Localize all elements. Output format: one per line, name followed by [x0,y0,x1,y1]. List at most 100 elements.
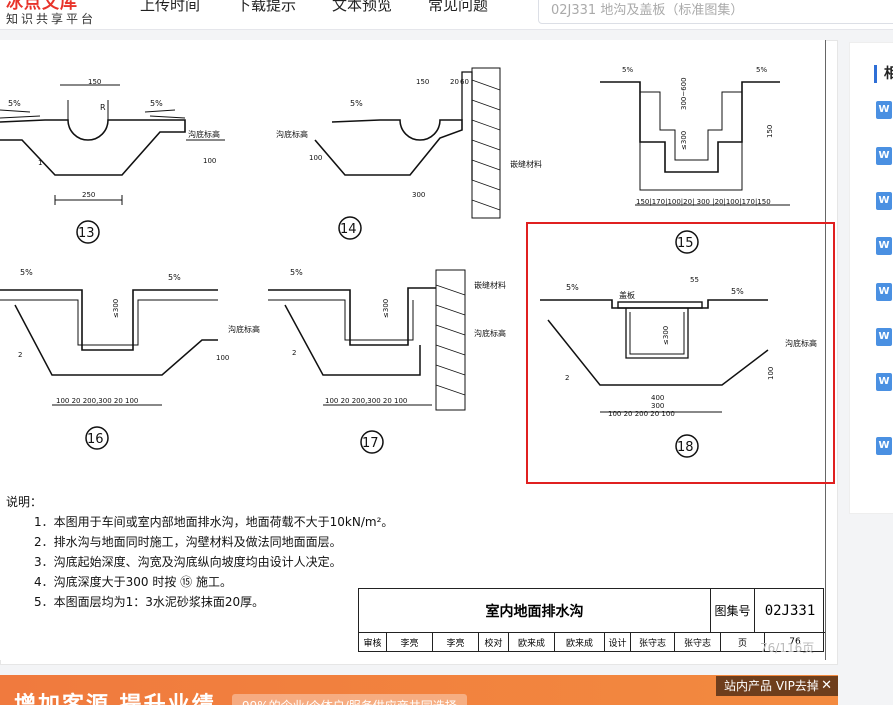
design-label: 设计 [605,633,631,651]
atlas-number: 02J331 [755,589,825,633]
svg-text:300~600: 300~600 [680,77,688,110]
svg-text:150: 150 [416,78,429,86]
svg-text:100: 100 [767,367,775,380]
svg-text:20: 20 [450,78,459,86]
page-counter: 76/116页 [760,641,815,655]
svg-text:5%: 5% [150,99,163,108]
svg-text:5%: 5% [20,268,33,277]
svg-text:≤300: ≤300 [382,299,390,318]
detail-17: 5% ≤300 嵌缝材料 沟底标高 2 100 20 200,300 20 10… [268,268,506,454]
svg-text:5%: 5% [566,283,579,292]
vip-remove-ad[interactable]: 站内产品 VIP去掉 ✕ [716,676,838,696]
detail-18-number: 18 [677,440,694,455]
designer-name: 张守志 [631,633,675,651]
svg-text:≤300: ≤300 [112,299,120,318]
search-input[interactable]: 02J331 地沟及盖板（标准图集） [538,0,893,24]
svg-text:沟底标高: 沟底标高 [785,338,817,348]
note-2: 2．排水沟与地面同时施工，沟壁材料及做法同地面面层。 [34,535,342,549]
svg-text:2: 2 [18,351,22,359]
detail-15: 5% 5% 300~600 ≤300 150 150|170|100|20| 3… [600,66,790,254]
note-4: 4．沟底深度大于300 时按 ⑮ 施工。 [34,575,232,589]
checker-name: 欧来成 [509,633,555,651]
svg-text:≤300: ≤300 [662,326,670,345]
svg-text:60: 60 [460,78,469,86]
word-doc-icon[interactable]: W [876,373,892,391]
review-label: 审核 [359,633,387,651]
svg-text:5%: 5% [731,287,744,296]
top-bar: 冰点文库 知识共享平台 上传时间 下载提示 文本预览 常见问题 02J331 地… [0,0,893,30]
svg-text:100: 100 [216,354,229,362]
banner-pill[interactable]: 99%的企业/个体户/服务供应商共同选择 [232,694,467,705]
related-docs-sidebar: 相 W W W W W W W W [849,42,893,514]
vip-text: 站内产品 VIP去掉 [724,679,819,693]
nav-upload-time[interactable]: 上传时间 [140,0,201,14]
svg-text:5%: 5% [350,99,363,108]
svg-text:沟底标高: 沟底标高 [228,324,260,334]
detail-13-number: 13 [78,226,95,241]
svg-text:55: 55 [690,276,699,284]
svg-text:100: 100 [309,154,322,162]
detail-14: 150 20 60 5% 沟底标高 嵌缝材料 300 100 14 [276,67,542,240]
logo-title: 冰点文库 [6,0,78,13]
drawing-title: 室内地面排水沟 [359,589,711,633]
highlight-box [526,222,835,484]
svg-text:250: 250 [82,191,95,199]
reviewer-signature: 李亮 [433,633,479,651]
svg-text:5%: 5% [622,66,633,74]
page-label: 页 [721,633,765,651]
svg-text:300: 300 [412,191,425,199]
word-doc-icon[interactable]: W [876,237,892,255]
svg-text:5%: 5% [168,273,181,282]
svg-text:≤300: ≤300 [680,131,688,150]
detail-15-number: 15 [677,236,694,251]
svg-text:150|170|100|20| 300 |20|100|17: 150|170|100|20| 300 |20|100|170|150 [636,198,771,206]
nav-text-preview[interactable]: 文本预览 [332,0,393,14]
svg-text:沟底标高: 沟底标高 [474,328,506,338]
detail-17-number: 17 [362,436,379,451]
main-nav: 上传时间 下载提示 文本预览 常见问题 [140,0,524,15]
nav-faq[interactable]: 常见问题 [428,0,489,14]
svg-text:5%: 5% [756,66,767,74]
svg-text:100: 100 [203,157,216,165]
svg-text:150: 150 [88,78,101,86]
svg-text:5%: 5% [290,268,303,277]
svg-text:100 20 200 20 100: 100 20 200 20 100 [608,410,675,418]
check-label: 校对 [479,633,509,651]
svg-text:2: 2 [565,374,569,382]
ad-banner[interactable]: 增加客源 提升业绩 99%的企业/个体户/服务供应商共同选择 [0,675,838,705]
svg-text:5%: 5% [8,99,21,108]
banner-title: 增加客源 提升业绩 [14,687,216,705]
note-3: 3．沟底起始深度、沟宽及沟底纵向坡度均由设计人决定。 [34,555,342,569]
svg-text:300: 300 [651,402,664,410]
sidebar-heading: 相 [884,66,893,82]
svg-text:沟底标高: 沟底标高 [188,129,220,139]
detail-18: 盖板 55 5% 5% ≤300 沟底标高 100 2 400 300 100 … [540,276,817,458]
drainage-drawing: 150 R 5% 5% 沟底标高 100 250 1 13 150 [0,66,817,458]
word-doc-icon[interactable]: W [876,192,892,210]
notes: 说明： 1．本图用于车间或室内部地面排水沟，地面荷载不大于10kN/m²。 2．… [6,492,393,612]
svg-text:2: 2 [292,349,296,357]
word-doc-icon[interactable]: W [876,328,892,346]
page-number: 76 [789,637,801,647]
svg-text:400: 400 [651,394,664,402]
document-page: 150 R 5% 5% 沟底标高 100 250 1 13 150 [0,40,826,660]
svg-text:100 20 200,300 20 100: 100 20 200,300 20 100 [325,397,407,405]
site-logo[interactable]: 冰点文库 知识共享平台 [6,0,116,27]
close-icon[interactable]: ✕ [821,678,832,693]
designer-signature: 张守志 [675,633,721,651]
reviewer-name: 李亮 [387,633,433,651]
note-1: 1．本图用于车间或室内部地面排水沟，地面荷载不大于10kN/m²。 [34,515,394,529]
svg-text:盖板: 盖板 [619,290,635,300]
word-doc-icon[interactable]: W [876,437,892,455]
word-doc-icon[interactable]: W [876,101,892,119]
word-doc-icon[interactable]: W [876,283,892,301]
notes-heading: 说明： [6,495,43,509]
word-doc-icon[interactable]: W [876,147,892,165]
svg-text:R: R [100,103,106,112]
nav-download-tips[interactable]: 下载提示 [236,0,297,14]
detail-16: 5% 5% ≤300 沟底标高 100 2 100 20 200,300 20 … [0,268,260,450]
detail-16-number: 16 [87,432,104,447]
svg-text:100 20 200,300 20 100: 100 20 200,300 20 100 [56,397,138,405]
note-5: 5．本图面层均为1：3水泥砂浆抹面20厚。 [34,595,265,609]
